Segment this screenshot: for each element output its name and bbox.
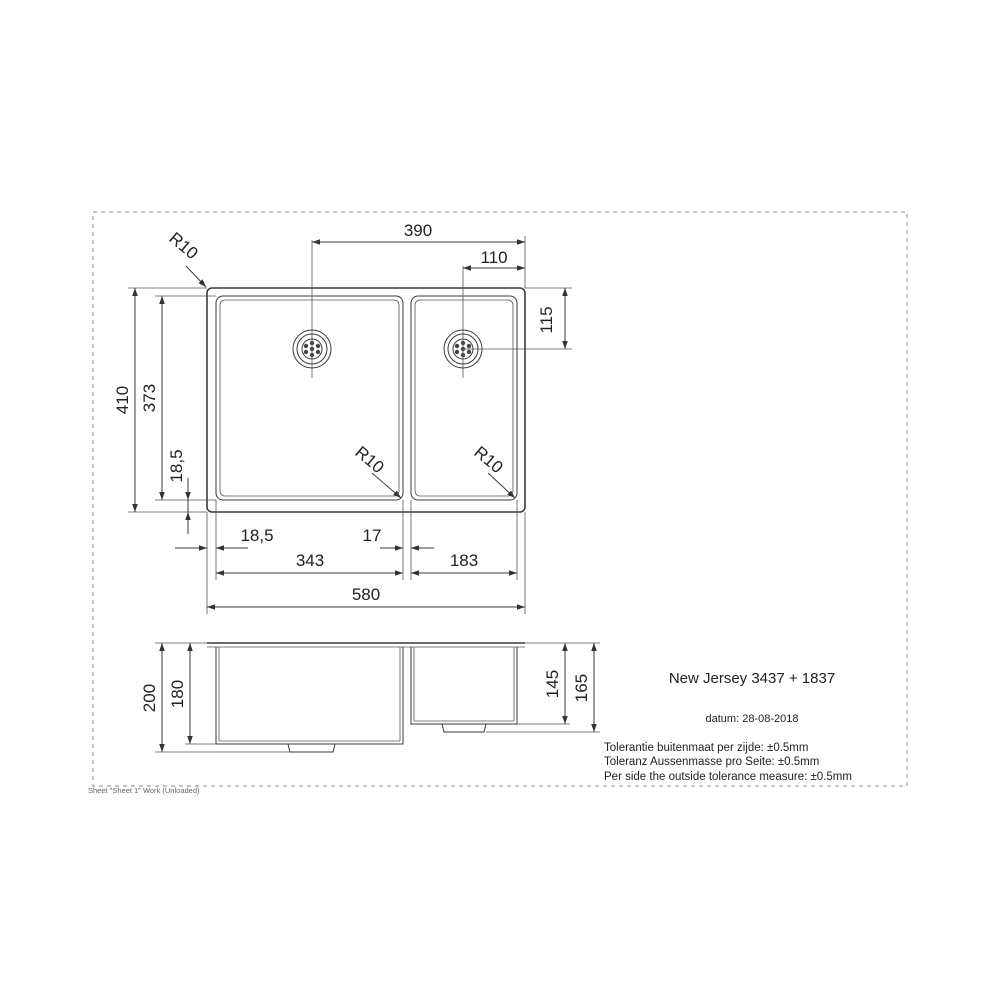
drawing-frame: [92, 211, 908, 787]
tolerance-german: Toleranz Aussenmasse pro Seite: ±0.5mm: [604, 756, 819, 768]
main-bowl-outline: [215, 295, 404, 501]
main-bowl-inner-line: [219, 299, 400, 497]
dim-373: 373: [140, 384, 159, 412]
main-drain-stub: [287, 743, 336, 753]
sink-outer-outline: [206, 287, 526, 513]
dim-343: 343: [296, 551, 324, 570]
dim-183: 183: [450, 551, 478, 570]
title-block: New Jersey 3437 + 1837 datum: 28-08-2018…: [604, 670, 852, 783]
tolerance-english: Per side the outside tolerance measure: …: [604, 771, 852, 783]
main-bowl-profile: [215, 647, 404, 745]
dim-390: 390: [404, 221, 432, 240]
dim-200: 200: [140, 684, 159, 712]
drawing-date: datum: 28-08-2018: [706, 713, 799, 725]
product-name: New Jersey 3437 + 1837: [669, 670, 835, 687]
small-bowl-outline: [410, 295, 518, 501]
tolerance-dutch: Tolerantie buitenmaat per zijde: ±0.5mm: [604, 742, 808, 754]
small-bowl-inner-line: [414, 299, 514, 497]
dim-580: 580: [352, 585, 380, 604]
dim-145: 145: [543, 670, 562, 698]
radius-main-bowl: R10: [351, 442, 387, 477]
dim-18-5-vertical: 18,5: [167, 449, 186, 482]
plan-view: 390 110 115 410 373 18,5 R10 R10 R10: [113, 221, 572, 614]
side-view: 200 180 145 165: [140, 642, 600, 753]
dim-165: 165: [572, 674, 591, 702]
small-drain-stub: [441, 723, 487, 733]
radius-top-left: R10: [165, 228, 201, 263]
dim-18-5-horizontal: 18,5: [240, 526, 273, 545]
radius-small-bowl: R10: [470, 442, 506, 477]
dim-115: 115: [537, 306, 556, 333]
dim-110: 110: [480, 248, 507, 267]
dim-17: 17: [363, 526, 382, 545]
dim-410: 410: [113, 386, 132, 414]
small-bowl-profile: [410, 647, 518, 725]
sheet-label: Sheet "Sheet 1" Work (Unloaded): [88, 786, 200, 795]
dim-180: 180: [168, 680, 187, 708]
